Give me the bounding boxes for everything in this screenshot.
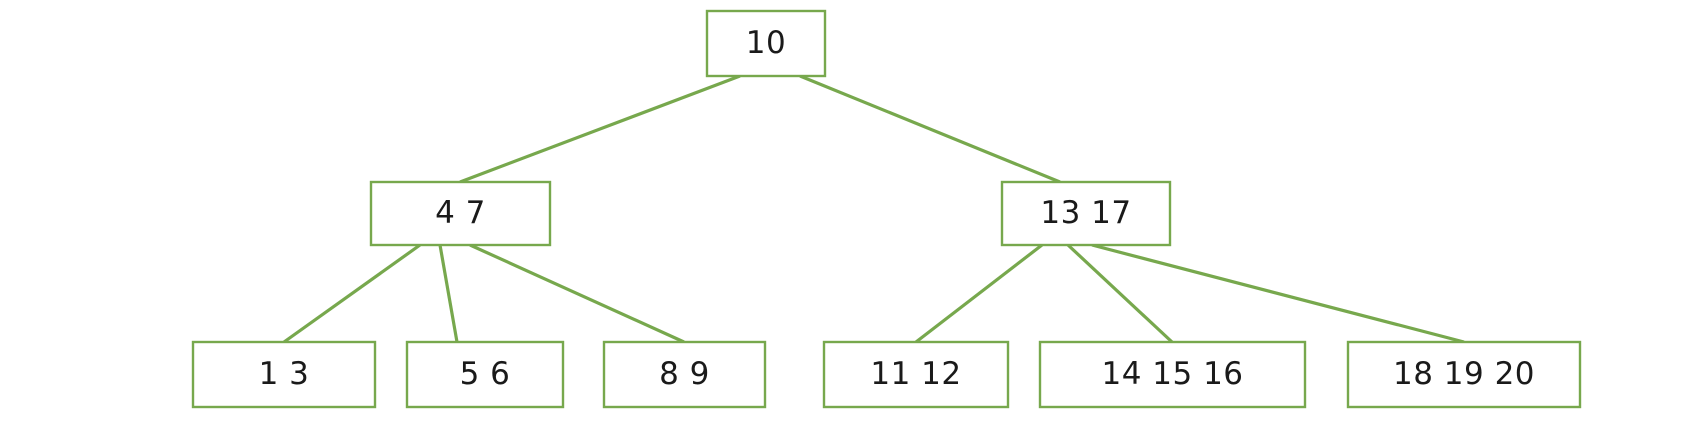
node-box-leaf-4 [822, 340, 1010, 409]
node-keys-leaf-2: 5 6 [460, 356, 511, 392]
node-keys-leaf-3: 8 9 [659, 356, 710, 392]
tree-edge-internal-right-to-leaf-4 [915, 243, 1043, 344]
node-box-leaf-5 [1038, 340, 1307, 409]
node-keys-leaf-1: 1 3 [259, 356, 310, 392]
tree-node-leaf-1[interactable]: 1 3 [191, 340, 377, 409]
tree-node-internal-right[interactable]: 13 17 [1000, 180, 1172, 247]
tree-edges-group [283, 74, 1465, 344]
tree-edge-internal-left-to-leaf-1 [283, 243, 421, 344]
tree-node-leaf-6[interactable]: 18 19 20 [1346, 340, 1582, 409]
node-box-leaf-2 [405, 340, 565, 409]
tree-node-leaf-5[interactable]: 14 15 16 [1038, 340, 1307, 409]
tree-node-leaf-3[interactable]: 8 9 [602, 340, 767, 409]
node-keys-internal-right: 13 17 [1040, 195, 1131, 231]
node-keys-leaf-5: 14 15 16 [1101, 356, 1243, 392]
node-box-internal-left [369, 180, 552, 247]
node-box-leaf-1 [191, 340, 377, 409]
tree-edge-root-to-internal-right [799, 74, 1061, 184]
tree-edge-internal-left-to-leaf-2 [438, 244, 459, 343]
tree-node-leaf-4[interactable]: 11 12 [822, 340, 1010, 409]
tree-node-leaf-2[interactable]: 5 6 [405, 340, 565, 409]
node-box-leaf-6 [1346, 340, 1582, 409]
tree-edge-internal-right-to-leaf-5 [1066, 243, 1174, 344]
node-keys-leaf-4: 11 12 [870, 356, 961, 392]
tree-node-root[interactable]: 10 [705, 9, 827, 78]
tree-edge-internal-left-to-leaf-3 [469, 243, 685, 344]
node-box-leaf-3 [602, 340, 767, 409]
tree-edge-internal-right-to-leaf-6 [1091, 243, 1465, 344]
node-box-root [705, 9, 827, 78]
tree-edge-root-to-internal-left [459, 74, 741, 184]
node-keys-leaf-6: 18 19 20 [1393, 356, 1535, 392]
node-keys-internal-left: 4 7 [435, 195, 486, 231]
tree-node-internal-left[interactable]: 4 7 [369, 180, 552, 247]
node-keys-root: 10 [746, 25, 786, 61]
tree-nodes-group: 10 4 7 13 17 1 3 5 6 8 9 11 12 14 15 16 18 19 20 [191, 9, 1582, 409]
node-box-internal-right [1000, 180, 1172, 247]
